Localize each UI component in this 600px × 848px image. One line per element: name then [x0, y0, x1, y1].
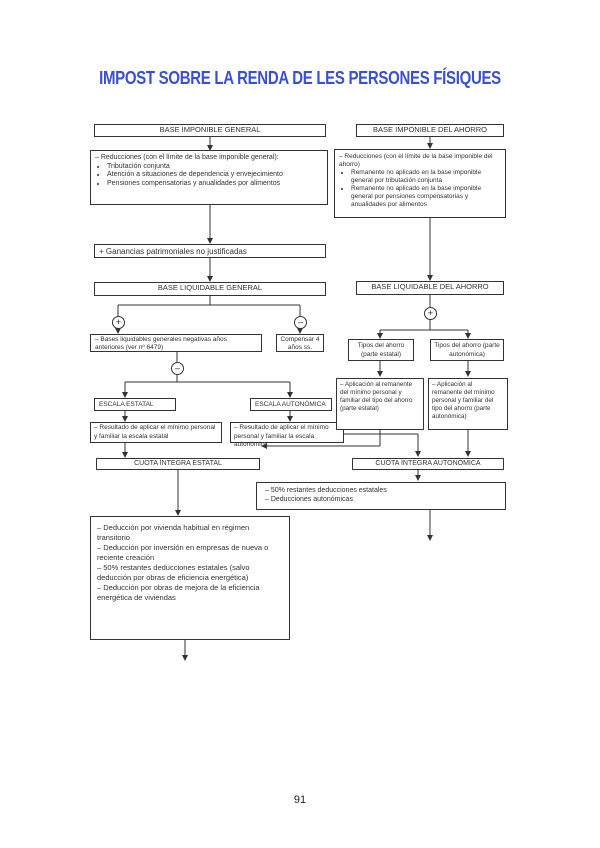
base-imponible-general-box: BASE IMPONIBLE GENERAL: [94, 124, 326, 137]
reducciones-general-box: – Reducciones (con el límite de la base …: [90, 150, 328, 205]
deducciones-autonomicas-box: – 50% restantes deducciones estatales – …: [256, 482, 506, 510]
deduccion-item: – Deducción por obras de mejora de la ef…: [97, 583, 260, 602]
bases-negativas-label: – Bases liquidables generales negativas …: [95, 336, 227, 351]
base-imponible-ahorro-label: BASE IMPONIBLE DEL AHORRO: [373, 125, 487, 134]
deduccion-autonomica-item: – Deducciones autonómicas: [265, 496, 353, 503]
aplicacion-ahorro-autonomica-box: – Aplicación al remanente del mínimo per…: [428, 378, 508, 430]
compensar-box: Compensar 4 años ss.: [276, 334, 324, 352]
resultado-autonomica-box: – Resultado de aplicar el mínimo persona…: [230, 422, 344, 448]
aplicacion-ahorro-estatal-label: – Aplicación al remanente del mínimo per…: [340, 381, 413, 412]
tipos-ahorro-autonomica-label: Tipos del ahorro (parte autonómica): [434, 342, 500, 358]
deduccion-item: – 50% restantes deducciones estatales (s…: [97, 563, 250, 582]
resultado-estatal-box: – Resultado de aplicar el mínimo persona…: [90, 422, 222, 443]
deduccion-autonomica-item: – 50% restantes deducciones estatales: [265, 487, 387, 494]
cuota-integra-estatal-label: CUOTA ÍNTEGRA ESTATAL: [134, 460, 222, 467]
reduccion-ahorro-item: Remanente no aplicado en la base imponib…: [351, 169, 501, 185]
reducciones-ahorro-box: – Reducciones (con el límite de la base …: [334, 149, 506, 218]
deduccion-item: – Deducción por vivienda habitual en rég…: [97, 523, 250, 542]
cuota-integra-autonomica-label: CUOTA ÍNTEGRA AUTONÓMICA: [375, 460, 481, 467]
aplicacion-ahorro-autonomica-label: – Aplicación al remanente del mínimo per…: [432, 381, 495, 420]
reducciones-general-title: – Reducciones (con el límite de la base …: [95, 154, 279, 161]
tipos-ahorro-estatal-label: Tipos del ahorro (parte estatal): [357, 342, 405, 358]
tipos-ahorro-estatal-box: Tipos del ahorro (parte estatal): [348, 339, 414, 361]
resultado-estatal-label: – Resultado de aplicar el mínimo persona…: [94, 424, 216, 440]
base-liquidable-ahorro-label: BASE LIQUIDABLE DEL AHORRO: [371, 282, 489, 291]
reduccion-item: Pensiones compensatorias y anualidades p…: [107, 180, 323, 189]
deducciones-estatales-box: – Deducción por vivienda habitual en rég…: [90, 516, 290, 640]
escala-autonomica-box: ESCALA AUTONÓMICA: [250, 398, 332, 411]
compensar-label: Compensar 4 años ss.: [280, 336, 320, 351]
reduccion-item: Atención a situaciones de dependencia y …: [107, 171, 323, 180]
base-imponible-ahorro-box: BASE IMPONIBLE DEL AHORRO: [356, 124, 504, 137]
tipos-ahorro-autonomica-box: Tipos del ahorro (parte autonómica): [430, 339, 504, 361]
ganancias-box: + Ganancias patrimoniales no justificada…: [94, 244, 326, 258]
resultado-autonomica-label: – Resultado de aplicar el mínimo persona…: [234, 424, 329, 448]
plus-circle: +: [112, 316, 125, 329]
base-imponible-general-label: BASE IMPONIBLE GENERAL: [159, 125, 261, 134]
base-liquidable-general-box: BASE LIQUIDABLE GENERAL: [94, 282, 326, 296]
base-liquidable-general-label: BASE LIQUIDABLE GENERAL: [157, 283, 263, 292]
plus-circle: +: [424, 307, 437, 320]
aplicacion-ahorro-estatal-box: – Aplicación al remanente del mínimo per…: [336, 378, 424, 430]
cuota-integra-estatal-box: CUOTA ÍNTEGRA ESTATAL: [96, 458, 260, 470]
minus-circle: –: [294, 316, 307, 329]
reducciones-ahorro-title: – Reducciones (con el límite de la base …: [339, 153, 493, 168]
cuota-integra-autonomica-box: CUOTA ÍNTEGRA AUTONÓMICA: [352, 458, 504, 470]
page-title: IMPOST SOBRE LA RENDA DE LES PERSONES FÍ…: [99, 67, 501, 90]
reduccion-ahorro-item: Remanente no aplicado en la base imponib…: [351, 185, 501, 209]
deduccion-item: – Deducción por inversión en empresas de…: [97, 543, 269, 562]
reduccion-item: Tributación conjunta: [107, 163, 323, 172]
escala-autonomica-label: ESCALA AUTONÓMICA: [255, 401, 326, 408]
ganancias-label: + Ganancias patrimoniales no justificada…: [99, 247, 247, 256]
base-liquidable-ahorro-box: BASE LIQUIDABLE DEL AHORRO: [356, 281, 504, 295]
minus-circle: –: [171, 362, 184, 375]
escala-estatal-label: ESCALA ESTATAL: [99, 401, 154, 408]
bases-negativas-box: – Bases liquidables generales negativas …: [90, 334, 262, 352]
escala-estatal-box: ESCALA ESTATAL: [94, 398, 176, 411]
page-number: 91: [293, 794, 307, 806]
